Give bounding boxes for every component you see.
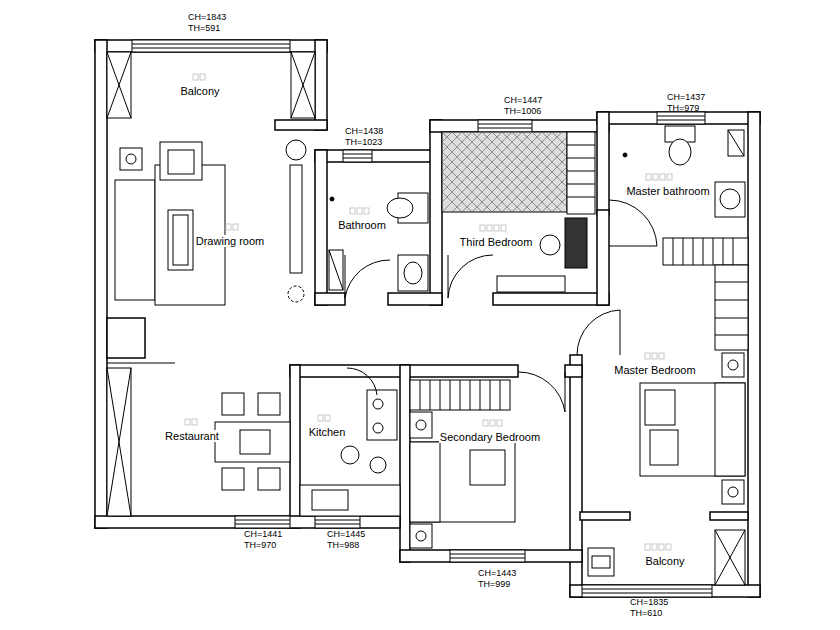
dimension-label: CH=1447 [504, 96, 542, 106]
dimension-label: CH=1835 [630, 598, 668, 608]
dimension-label: TH=1023 [345, 138, 382, 148]
dimension-label: CH=1441 [244, 530, 282, 540]
room-label: Bathroom [337, 219, 387, 231]
dimension-label: CH=1437 [667, 93, 705, 103]
dimension-label: CH=1843 [188, 13, 226, 23]
dimension-label: TH=1006 [504, 107, 541, 117]
room-label: Drawing room [195, 235, 265, 247]
dimension-label: CH=1445 [327, 530, 365, 540]
dimension-label: TH=591 [188, 24, 220, 34]
dimension-label: TH=988 [327, 541, 359, 551]
dimension-label: TH=999 [478, 580, 510, 590]
room-label: Master Bedroom [613, 364, 696, 376]
dimension-label: CH=1443 [478, 569, 516, 579]
room-label: Secondary Bedroom [439, 431, 541, 443]
room-label: Balcony [180, 85, 219, 97]
room-label: Restaurant [164, 430, 220, 442]
dimension-label: TH=970 [244, 541, 276, 551]
dimension-label: TH=610 [630, 609, 662, 619]
room-label: Kitchen [308, 426, 347, 438]
room-label: Third Bedroom [459, 236, 534, 248]
dimension-label: CH=1438 [345, 127, 383, 137]
dimension-label: TH=979 [667, 104, 699, 114]
room-label: Master bathroom [625, 185, 710, 197]
room-label: Balcony [644, 555, 685, 567]
